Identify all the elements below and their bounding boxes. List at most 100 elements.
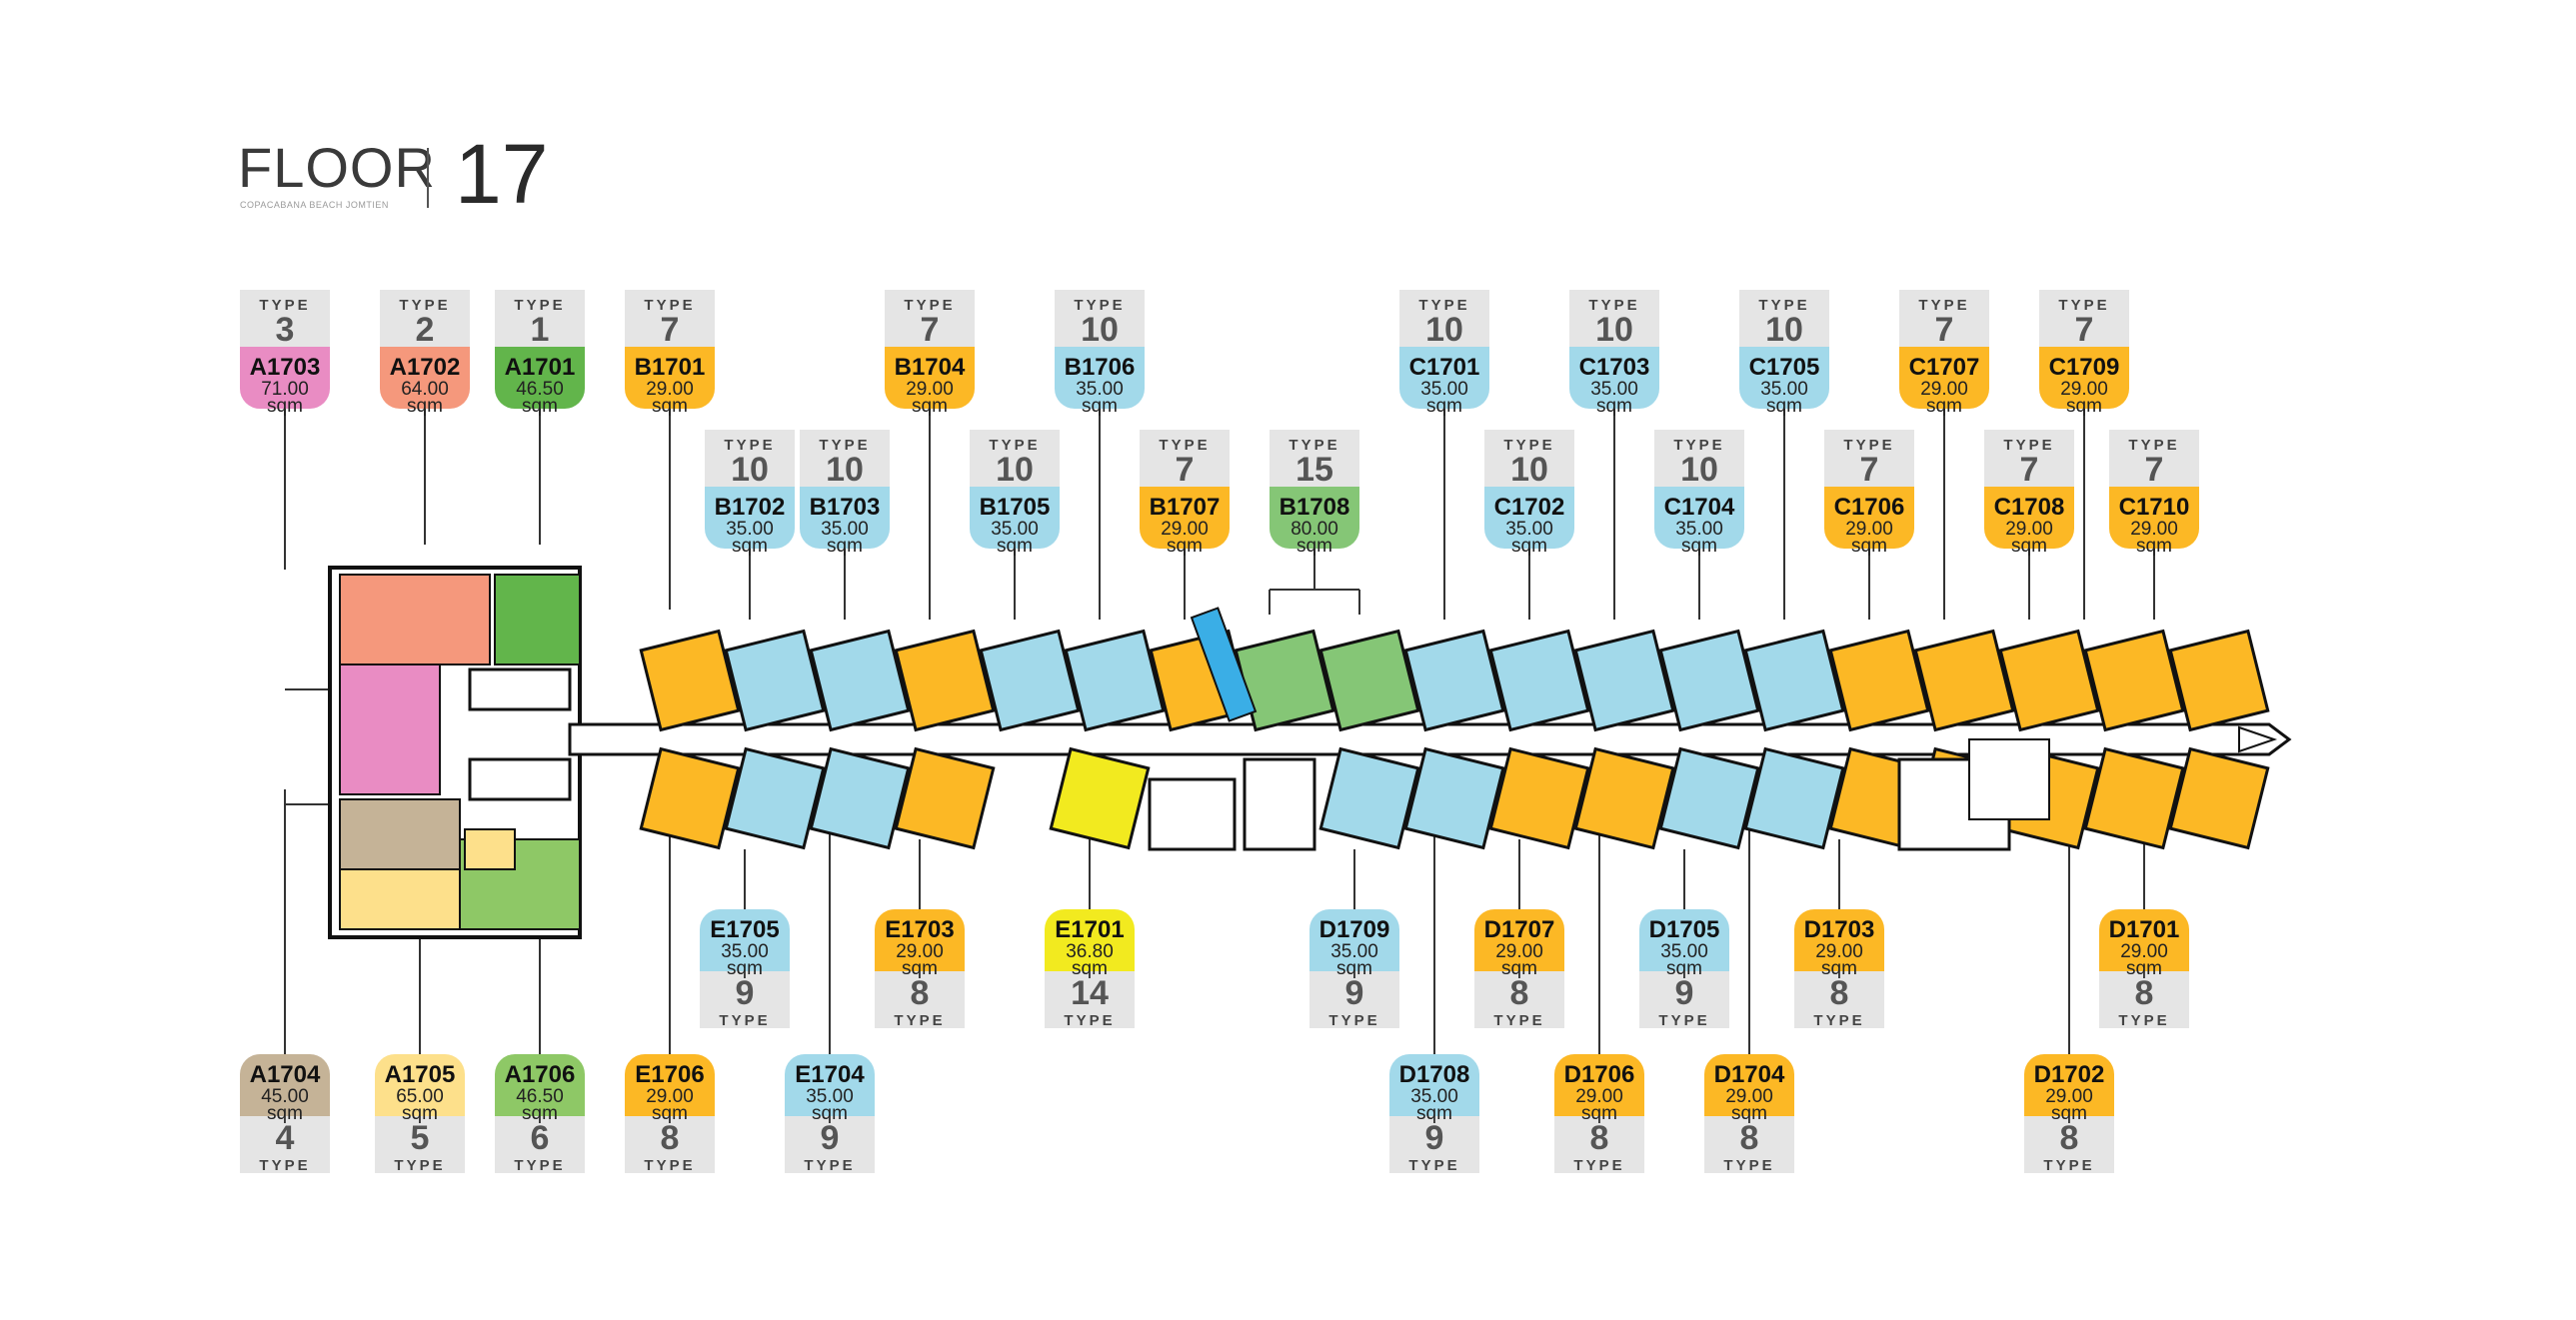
unit-area: 29.00: [2130, 519, 2178, 540]
north-unit-plan: [2083, 629, 2185, 732]
unit-area: 29.00: [1815, 941, 1863, 962]
area-unit: sqm: [522, 1103, 558, 1124]
type-word: TYPE: [1658, 1012, 1710, 1029]
type-number: 10: [1765, 311, 1803, 349]
unit-area: 35.00: [1505, 519, 1553, 540]
type-word: TYPE: [259, 1157, 311, 1174]
type-word: TYPE: [894, 1012, 946, 1029]
unit-id: E1706: [635, 1061, 705, 1088]
unit-area: 29.00: [2060, 379, 2108, 400]
service-core-1: [1148, 777, 1237, 851]
north-unit-plan: [2168, 629, 2270, 732]
unit-area: 64.00: [401, 379, 449, 400]
unit-id: D1709: [1318, 916, 1390, 943]
type-word: TYPE: [1758, 297, 1810, 314]
unit-a1702-plan: [339, 574, 491, 665]
area-unit: sqm: [652, 396, 688, 417]
south-unit-plan: [1049, 746, 1151, 850]
unit-area: 35.00: [726, 519, 774, 540]
area-unit: sqm: [727, 958, 763, 979]
unit-area: 35.00: [1330, 941, 1378, 962]
type-number: 10: [1081, 311, 1119, 349]
pool: [1190, 607, 1258, 722]
unit-id: A1704: [249, 1061, 321, 1088]
area-unit: sqm: [902, 958, 938, 979]
type-word: TYPE: [1843, 437, 1895, 454]
north-unit-plan: [724, 629, 826, 732]
type-word: TYPE: [1573, 1157, 1625, 1174]
type-number: 15: [1295, 451, 1333, 489]
type-number: 8: [1739, 1119, 1759, 1157]
type-number: 7: [920, 311, 940, 349]
type-number: 8: [2134, 974, 2154, 1012]
unit-a1703-plan: [339, 663, 441, 795]
unit-id: E1704: [795, 1061, 865, 1088]
unit-area: 35.00: [806, 1086, 854, 1107]
type-word: TYPE: [2003, 437, 2055, 454]
type-number: 10: [1680, 451, 1718, 489]
unit-id: B1702: [714, 494, 786, 521]
type-number: 7: [1859, 451, 1879, 489]
unit-id: C1704: [1663, 494, 1735, 521]
unit-area: 35.00: [1660, 941, 1708, 962]
type-number: 9: [1424, 1119, 1444, 1157]
title-divider: [427, 148, 429, 208]
unit-a1701-plan: [494, 574, 581, 665]
